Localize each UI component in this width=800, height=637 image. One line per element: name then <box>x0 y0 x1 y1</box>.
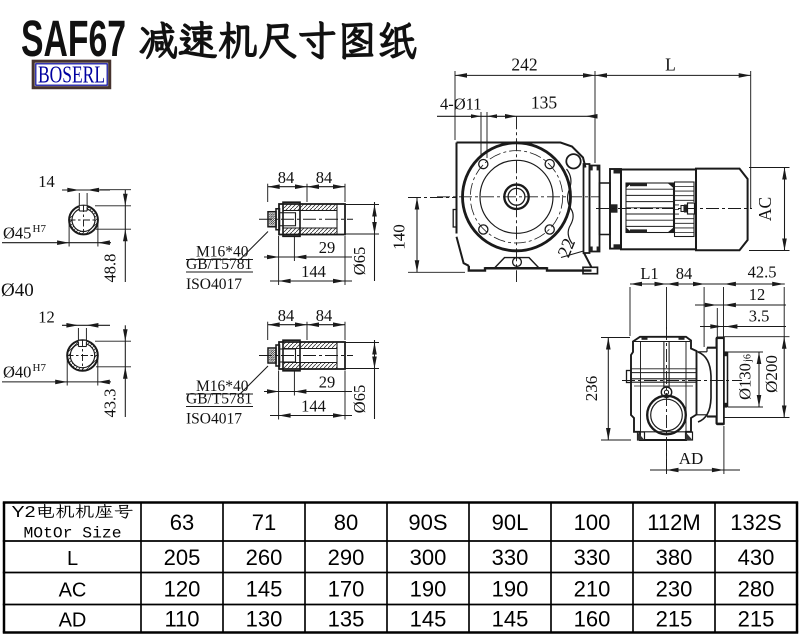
svg-text:Ø45: Ø45 <box>3 224 31 243</box>
svg-text:145: 145 <box>410 607 447 632</box>
svg-text:SAF67: SAF67 <box>21 10 126 67</box>
svg-text:GB/T5781: GB/T5781 <box>186 256 252 273</box>
svg-text:100: 100 <box>574 510 611 535</box>
svg-text:205: 205 <box>164 545 201 570</box>
svg-text:190: 190 <box>492 577 529 602</box>
svg-text:84: 84 <box>278 168 295 187</box>
svg-text:22: 22 <box>555 236 580 261</box>
svg-text:230: 230 <box>656 577 693 602</box>
svg-text:H7: H7 <box>33 362 47 374</box>
svg-text:290: 290 <box>328 545 365 570</box>
svg-text:71: 71 <box>252 510 276 535</box>
svg-text:42.5: 42.5 <box>748 263 777 282</box>
svg-text:L: L <box>67 548 78 570</box>
svg-text:280: 280 <box>738 577 775 602</box>
svg-text:12: 12 <box>38 308 55 327</box>
svg-text:Ø40: Ø40 <box>1 280 34 301</box>
svg-text:BOSERL: BOSERL <box>38 63 105 89</box>
svg-text:160: 160 <box>574 607 611 632</box>
svg-text:Ø40: Ø40 <box>3 363 31 382</box>
svg-text:130: 130 <box>246 607 283 632</box>
svg-text:170: 170 <box>328 577 365 602</box>
svg-text:AD: AD <box>679 449 704 468</box>
svg-text:120: 120 <box>164 577 201 602</box>
svg-text:63: 63 <box>170 510 194 535</box>
svg-text:j6: j6 <box>743 354 754 363</box>
svg-text:84: 84 <box>278 306 295 325</box>
svg-text:Ø65: Ø65 <box>350 385 369 413</box>
svg-text:48.8: 48.8 <box>101 254 120 283</box>
svg-text:135: 135 <box>531 93 558 113</box>
svg-text:380: 380 <box>656 545 693 570</box>
svg-text:112M: 112M <box>647 510 700 535</box>
svg-text:330: 330 <box>492 545 529 570</box>
svg-text:84: 84 <box>316 168 333 187</box>
svg-text:210: 210 <box>574 577 611 602</box>
svg-text:Ø130: Ø130 <box>736 363 755 400</box>
svg-text:AC: AC <box>755 197 775 221</box>
svg-text:132S: 132S <box>730 510 781 535</box>
svg-text:减速机尺寸图纸: 减速机尺寸图纸 <box>138 13 417 67</box>
svg-text:145: 145 <box>246 577 283 602</box>
svg-text:AC: AC <box>59 580 87 602</box>
svg-text:215: 215 <box>738 607 775 632</box>
svg-text:260: 260 <box>246 545 283 570</box>
svg-text:300: 300 <box>410 545 447 570</box>
svg-text:43.3: 43.3 <box>101 389 120 418</box>
svg-text:84: 84 <box>676 264 693 283</box>
svg-text:M16*40: M16*40 <box>196 378 249 395</box>
svg-text:145: 145 <box>492 607 529 632</box>
svg-text:Ø65: Ø65 <box>350 247 369 275</box>
svg-text:L: L <box>665 55 676 75</box>
svg-text:242: 242 <box>511 55 537 75</box>
svg-text:215: 215 <box>656 607 693 632</box>
svg-text:3.5: 3.5 <box>749 307 770 326</box>
svg-text:84: 84 <box>316 306 333 325</box>
svg-text:29: 29 <box>319 373 336 392</box>
svg-text:12: 12 <box>749 285 766 304</box>
svg-text:140: 140 <box>390 224 409 250</box>
svg-text:110: 110 <box>164 607 199 632</box>
svg-text:14: 14 <box>38 172 55 191</box>
svg-text:236: 236 <box>582 376 601 402</box>
svg-text:MOtOr Size: MOtOr Size <box>24 525 122 543</box>
svg-text:4-Ø11: 4-Ø11 <box>440 95 482 114</box>
svg-text:144: 144 <box>301 262 326 281</box>
svg-text:29: 29 <box>319 238 336 257</box>
svg-text:M16*40: M16*40 <box>196 244 249 261</box>
svg-text:190: 190 <box>410 577 447 602</box>
svg-text:L1: L1 <box>640 264 658 283</box>
svg-text:90L: 90L <box>492 510 529 535</box>
svg-text:ISO4017: ISO4017 <box>186 276 242 293</box>
svg-text:330: 330 <box>574 545 611 570</box>
svg-text:80: 80 <box>334 510 358 535</box>
svg-text:Ø200: Ø200 <box>762 355 781 393</box>
svg-text:Y2电机机座号: Y2电机机座号 <box>12 500 134 522</box>
svg-text:144: 144 <box>301 397 326 416</box>
svg-text:90S: 90S <box>408 510 447 535</box>
svg-text:430: 430 <box>738 545 775 570</box>
svg-text:H7: H7 <box>33 223 47 235</box>
svg-text:AD: AD <box>59 610 87 632</box>
svg-text:ISO4017: ISO4017 <box>186 411 242 428</box>
svg-text:GB/T5781: GB/T5781 <box>186 391 252 408</box>
svg-text:135: 135 <box>328 607 365 632</box>
